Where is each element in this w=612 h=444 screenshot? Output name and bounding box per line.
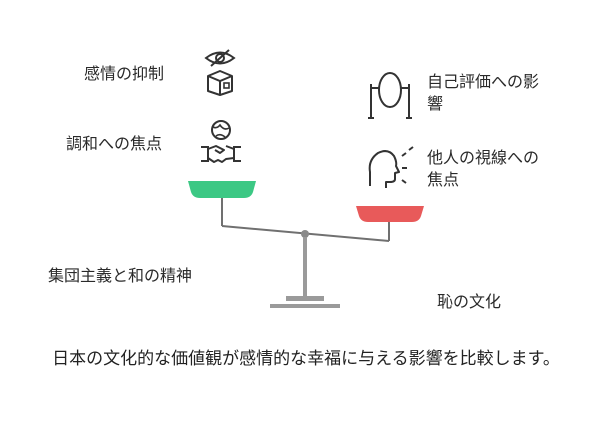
pivot bbox=[301, 230, 309, 238]
right-item-label-self-evaluation-line2: 響 bbox=[427, 94, 444, 113]
left-item-label-emotion-suppression: 感情の抑制 bbox=[84, 64, 165, 83]
post bbox=[303, 237, 307, 297]
left-group-label: 集団主義と和の精神 bbox=[48, 266, 193, 285]
handshake-icon bbox=[198, 117, 244, 167]
base-top bbox=[286, 296, 324, 301]
caption: 日本の文化的な価値観が感情的な幸福に与える影響を比較します。 bbox=[52, 349, 560, 369]
right-group-label: 恥の文化 bbox=[437, 292, 502, 311]
mirror-icon bbox=[366, 66, 414, 122]
person-gaze-icon bbox=[364, 142, 420, 192]
left-item-label-harmony-focus: 調和への焦点 bbox=[66, 134, 163, 153]
right-pan bbox=[356, 206, 424, 222]
base-bottom bbox=[270, 304, 340, 308]
right-item-label-self-evaluation: 自己評価への影 響 bbox=[427, 71, 539, 115]
left-pan bbox=[188, 181, 256, 198]
right-item-label-self-evaluation-line1: 自己評価への影 bbox=[427, 72, 540, 91]
right-item-label-others-gaze: 他人の視線への 焦点 bbox=[427, 147, 539, 191]
eye-box-icon bbox=[200, 46, 240, 96]
right-item-label-others-gaze-line1: 他人の視線への bbox=[427, 148, 540, 167]
right-item-label-others-gaze-line2: 焦点 bbox=[427, 170, 460, 189]
